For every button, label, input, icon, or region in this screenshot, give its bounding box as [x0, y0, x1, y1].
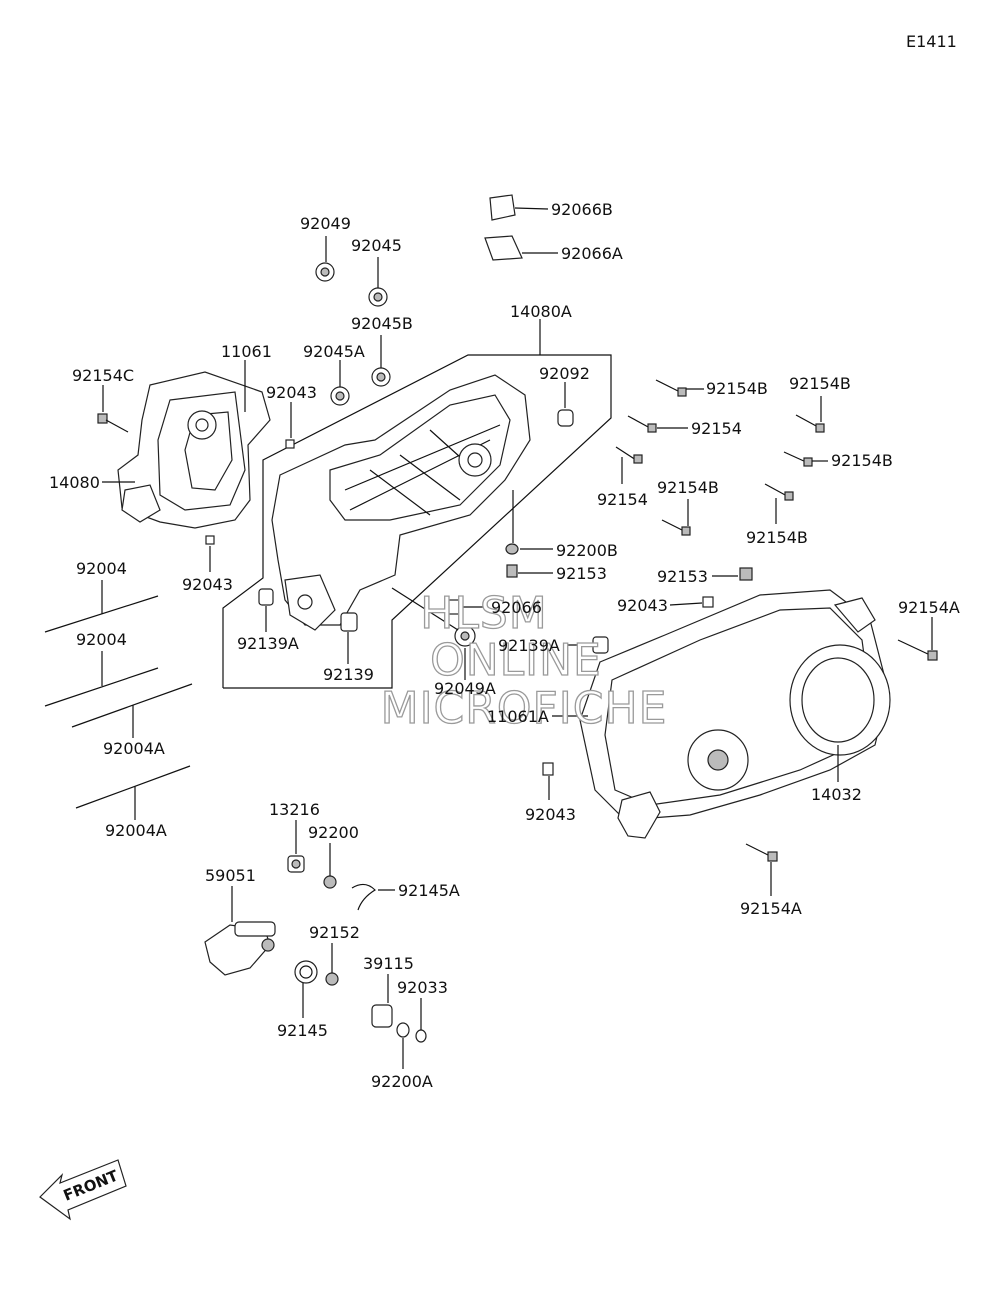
part-92043-dowel-a[interactable] [285, 439, 295, 449]
callout-92004A-2[interactable]: 92004A [105, 821, 167, 840]
part-92066A-shape[interactable] [484, 235, 523, 261]
part-92066-shape[interactable] [444, 599, 460, 615]
callout-92139A-1[interactable]: 92139A [237, 634, 299, 653]
callout-92045B[interactable]: 92045B [351, 314, 413, 333]
part-92139-dowel[interactable] [340, 612, 358, 632]
part-92152-washer[interactable] [325, 972, 339, 986]
callout-92043-d[interactable]: 92043 [525, 805, 576, 824]
part-92092-shape[interactable] [557, 409, 574, 427]
part-92154-bolt-2[interactable] [615, 446, 643, 464]
part-92154A-bolt-2[interactable] [745, 843, 778, 862]
callout-11061A[interactable]: 11061A [487, 707, 549, 726]
callout-labels: 92066B 92066A 92049 92045 92045B 14080A … [49, 200, 960, 1091]
part-92154B-bolt-5[interactable] [764, 483, 794, 501]
watermark-line-3: MICROFICHE [381, 683, 668, 734]
callout-92154B-5[interactable]: 92154B [746, 528, 808, 547]
callout-92139[interactable]: 92139 [323, 665, 374, 684]
callout-92004-2[interactable]: 92004 [76, 630, 127, 649]
part-92043-dowel-d[interactable] [542, 762, 554, 776]
callout-92154A-2[interactable]: 92154A [740, 899, 802, 918]
callout-92043-b[interactable]: 92043 [182, 575, 233, 594]
part-92066B-shape[interactable] [489, 194, 516, 221]
callout-92154B-3[interactable]: 92154B [831, 451, 893, 470]
left-crankcase-part[interactable] [117, 371, 271, 529]
callout-92154-1[interactable]: 92154 [691, 419, 742, 438]
callout-14080A[interactable]: 14080A [510, 302, 572, 321]
part-92154C-bolt[interactable] [97, 413, 129, 433]
callout-59051[interactable]: 59051 [205, 866, 256, 885]
callout-92043-a[interactable]: 92043 [266, 383, 317, 402]
front-direction-arrow: FRONT [39, 1159, 127, 1221]
part-92043-dowel-b[interactable] [205, 535, 215, 545]
callout-92200A[interactable]: 92200A [371, 1072, 433, 1091]
callout-92139A-2[interactable]: 92139A [498, 636, 560, 655]
callout-92154B-2[interactable]: 92154B [789, 374, 851, 393]
callout-92153-2[interactable]: 92153 [657, 567, 708, 586]
callout-92154C[interactable]: 92154C [72, 366, 134, 385]
callout-92145[interactable]: 92145 [277, 1021, 328, 1040]
part-92139A-dowel-a[interactable] [258, 588, 274, 606]
callout-92145A[interactable]: 92145A [398, 881, 460, 900]
part-92154B-bolt-4[interactable] [661, 519, 691, 536]
right-crankcase-part[interactable] [271, 374, 531, 631]
part-92033-circlip[interactable] [415, 1029, 427, 1043]
callout-13216[interactable]: 13216 [269, 800, 320, 819]
callout-92200B[interactable]: 92200B [556, 541, 618, 560]
callout-14080[interactable]: 14080 [49, 473, 100, 492]
part-59051-kick-gear[interactable] [204, 921, 276, 976]
part-92145A-spring[interactable] [351, 883, 376, 911]
callout-92004A-1[interactable]: 92004A [103, 739, 165, 758]
part-92153-plug-b[interactable] [739, 567, 753, 581]
callout-92154B-4[interactable]: 92154B [657, 478, 719, 497]
part-92043-dowel-c[interactable] [702, 596, 714, 608]
part-13216-shaft[interactable] [287, 855, 305, 873]
part-92154B-bolt-1[interactable] [655, 379, 687, 397]
leader-92066B [514, 207, 549, 210]
callout-92092[interactable]: 92092 [539, 364, 590, 383]
callout-92152[interactable]: 92152 [309, 923, 360, 942]
watermark-line-1: HLSM [420, 588, 548, 639]
callout-92154A-1[interactable]: 92154A [898, 598, 960, 617]
leader-92043-c [669, 602, 703, 606]
callout-92045[interactable]: 92045 [351, 236, 402, 255]
part-92154B-bolt-2[interactable] [795, 414, 825, 433]
callout-11061[interactable]: 11061 [221, 342, 272, 361]
callout-39115[interactable]: 39115 [363, 954, 414, 973]
part-92200-washer[interactable] [323, 875, 337, 889]
callout-92154-2[interactable]: 92154 [597, 490, 648, 509]
watermark: HLSM ONLINE MICROFICHE [380, 587, 668, 734]
watermark-line-2: ONLINE [430, 635, 602, 686]
callout-92153-1[interactable]: 92153 [556, 564, 607, 583]
callout-92066[interactable]: 92066 [491, 598, 542, 617]
part-92145-spring[interactable] [294, 960, 318, 984]
callout-92049A[interactable]: 92049A [434, 679, 496, 698]
leader-92049A-b [391, 587, 459, 631]
part-92004A-stud-2[interactable] [75, 765, 191, 809]
part-92139A-dowel-b[interactable] [592, 636, 609, 654]
callout-92066A[interactable]: 92066A [561, 244, 623, 263]
callout-92066B[interactable]: 92066B [551, 200, 613, 219]
part-92004-stud-2[interactable] [44, 667, 159, 707]
callout-92200[interactable]: 92200 [308, 823, 359, 842]
part-92154B-bolt-3[interactable] [783, 451, 813, 467]
part-92200A-washer[interactable] [396, 1022, 410, 1038]
callout-92033[interactable]: 92033 [397, 978, 448, 997]
callout-92049[interactable]: 92049 [300, 214, 351, 233]
part-39115-bushing[interactable] [371, 1004, 393, 1028]
callout-92045A[interactable]: 92045A [303, 342, 365, 361]
callout-14032[interactable]: 14032 [811, 785, 862, 804]
part-92004A-stud-1[interactable] [71, 683, 193, 728]
part-92154A-bolt-1[interactable] [897, 639, 938, 661]
part-92153-plug-a[interactable] [506, 564, 518, 578]
callout-92043-c[interactable]: 92043 [617, 596, 668, 615]
callout-92154B-1[interactable]: 92154B [706, 379, 768, 398]
diagram-id: E1411 [906, 32, 957, 51]
part-92200B-washer[interactable] [505, 543, 519, 555]
callout-92004-1[interactable]: 92004 [76, 559, 127, 578]
part-92154-bolt-1[interactable] [627, 415, 657, 433]
clutch-cover-part[interactable] [579, 589, 891, 839]
